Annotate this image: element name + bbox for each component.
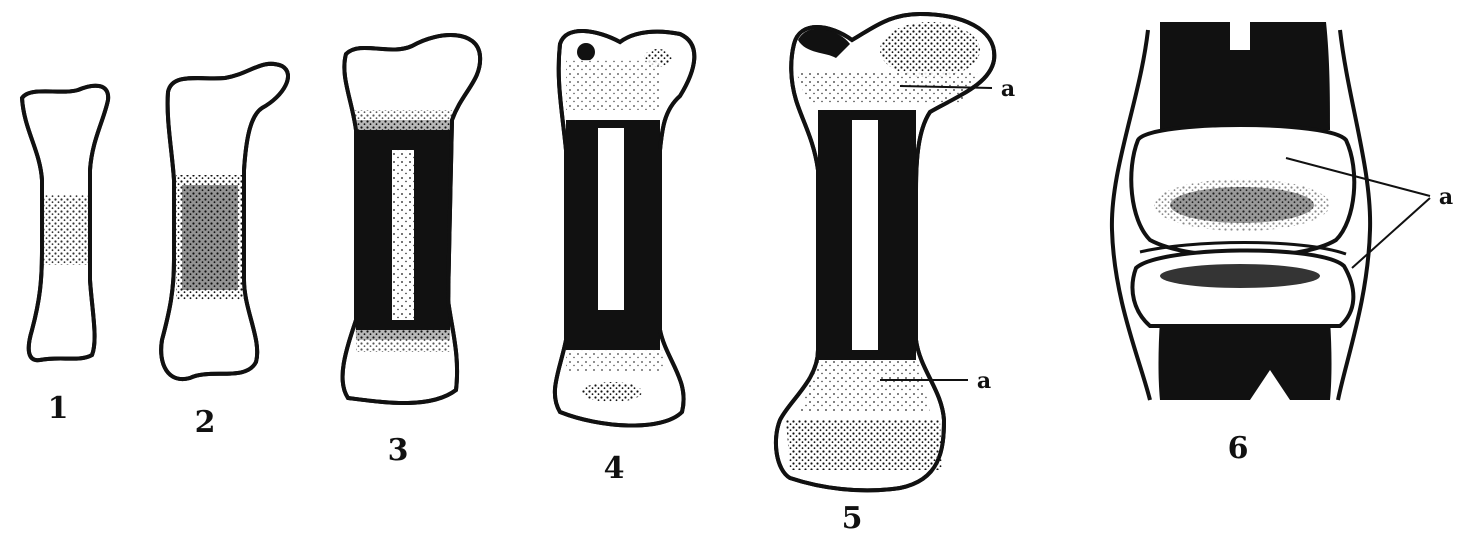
leader-line-a-joint-2 bbox=[1352, 198, 1430, 268]
bone-stage-1 bbox=[22, 86, 108, 360]
stage-label-3: 3 bbox=[388, 433, 409, 468]
annotation-a-lower: a bbox=[977, 368, 991, 394]
bone-stage-2 bbox=[161, 64, 288, 379]
joint-stage-6 bbox=[1112, 22, 1430, 400]
stage-label-2: 2 bbox=[195, 405, 216, 440]
stage-label-6: 6 bbox=[1228, 431, 1249, 466]
bone-stage-5 bbox=[776, 14, 994, 490]
bone-stage-4 bbox=[555, 31, 694, 426]
annotation-a-upper: a bbox=[1001, 76, 1015, 102]
bone-stage-3 bbox=[343, 35, 481, 403]
stage-label-5: 5 bbox=[842, 501, 863, 534]
annotation-a-joint: a bbox=[1439, 184, 1453, 210]
stage-label-4: 4 bbox=[604, 451, 625, 486]
stage-label-1: 1 bbox=[48, 391, 69, 426]
